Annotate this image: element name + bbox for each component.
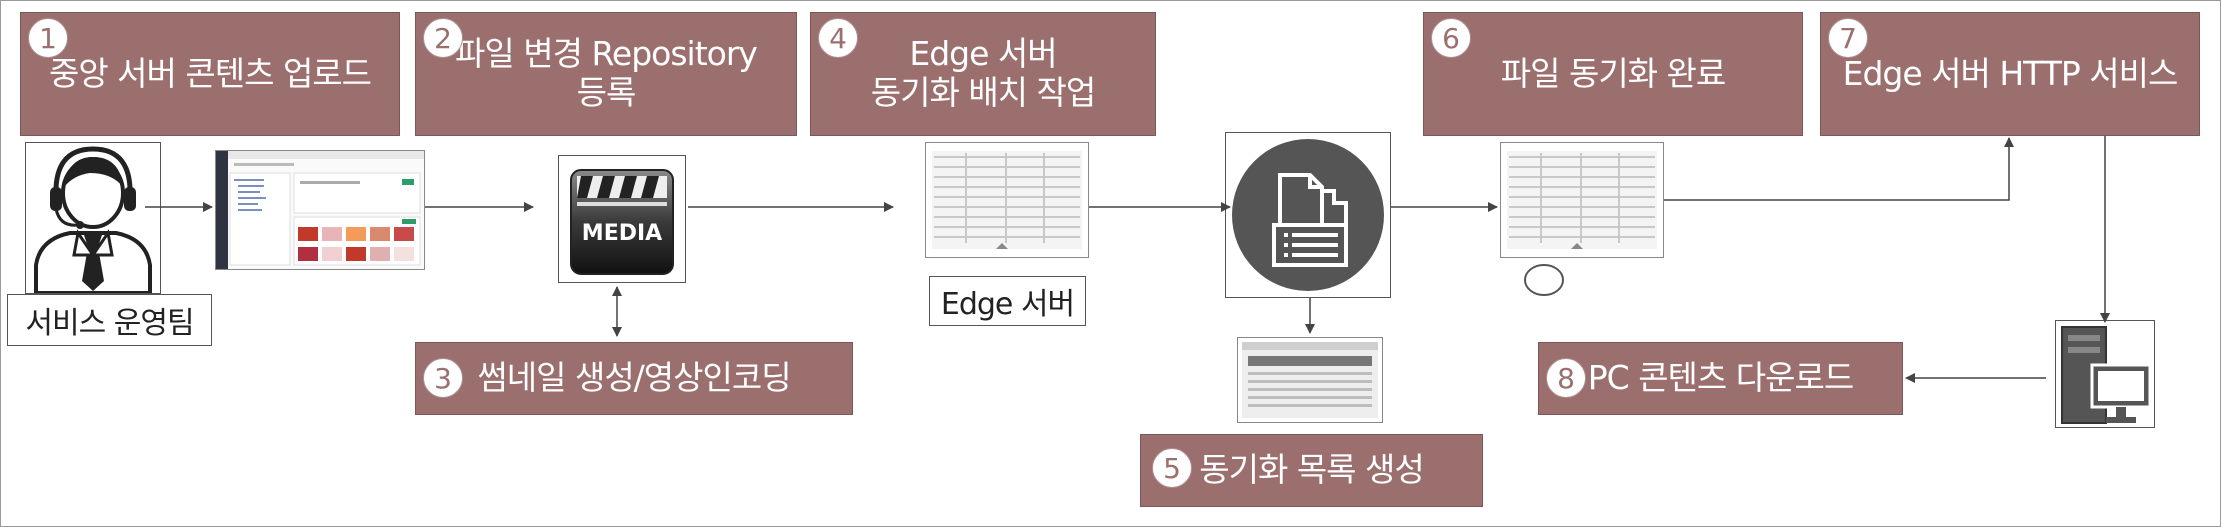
step-6-label: 파일 동기화 완료 [1500, 53, 1726, 93]
step-2-label: 파일 변경 Repository 등록 [455, 34, 758, 112]
service-team-label: 서비스 운영팀 [7, 294, 212, 346]
step-4-label: Edge 서버 동기화 배치 작업 [870, 34, 1096, 112]
step-7-box: Edge 서버 HTTP 서비스 [1820, 12, 2200, 136]
media-clapperboard-icon: MEDIA [570, 169, 674, 275]
step-2-number: 2 [423, 18, 463, 58]
edge-server-screenshot [925, 142, 1089, 258]
edge-server-label: Edge 서버 [929, 276, 1086, 326]
operator-headset-icon [34, 146, 152, 293]
empty-circle-marker [1524, 264, 1564, 296]
step-8-number: 8 [1546, 358, 1586, 398]
sync-frame [1225, 132, 1391, 298]
operator-frame [25, 142, 161, 294]
step-6-box: 파일 동기화 완료 [1423, 12, 1803, 136]
step-1-label: 중앙 서버 콘텐츠 업로드 [48, 53, 372, 93]
step-3-number: 3 [423, 358, 463, 398]
media-icon-text: MEDIA [582, 221, 662, 246]
step-7-number: 7 [1828, 18, 1868, 58]
arrow-complete-to-http [1664, 137, 2014, 201]
step-5-box: 동기화 목록 생성 [1140, 434, 1483, 507]
step-4-number: 4 [818, 18, 858, 58]
pc-frame [2055, 320, 2155, 428]
step-7-label: Edge 서버 HTTP 서비스 [1842, 53, 2179, 93]
sync-list-thumbnail [1237, 337, 1383, 423]
step-8-box: PC 콘텐츠 다운로드 [1538, 342, 1903, 415]
step-5-label: 동기화 목록 생성 [1199, 450, 1424, 490]
sync-complete-screenshot [1500, 142, 1664, 258]
step-5-number: 5 [1152, 448, 1192, 488]
desktop-pc-icon [2061, 326, 2152, 424]
media-frame: MEDIA [558, 155, 686, 283]
step-4-box: Edge 서버 동기화 배치 작업 [810, 12, 1156, 136]
cms-screenshot-thumbnail [215, 150, 425, 270]
step-3-label: 썸네일 생성/영상인코딩 [477, 358, 791, 398]
step-2-box: 파일 변경 Repository 등록 [415, 12, 797, 136]
step-1-number: 1 [28, 18, 68, 58]
step-3-box: 썸네일 생성/영상인코딩 [415, 342, 853, 415]
step-6-number: 6 [1431, 18, 1471, 58]
document-sync-icon [1232, 139, 1384, 291]
step-8-label: PC 콘텐츠 다운로드 [1587, 358, 1854, 398]
step-1-box: 중앙 서버 콘텐츠 업로드 [20, 12, 400, 136]
